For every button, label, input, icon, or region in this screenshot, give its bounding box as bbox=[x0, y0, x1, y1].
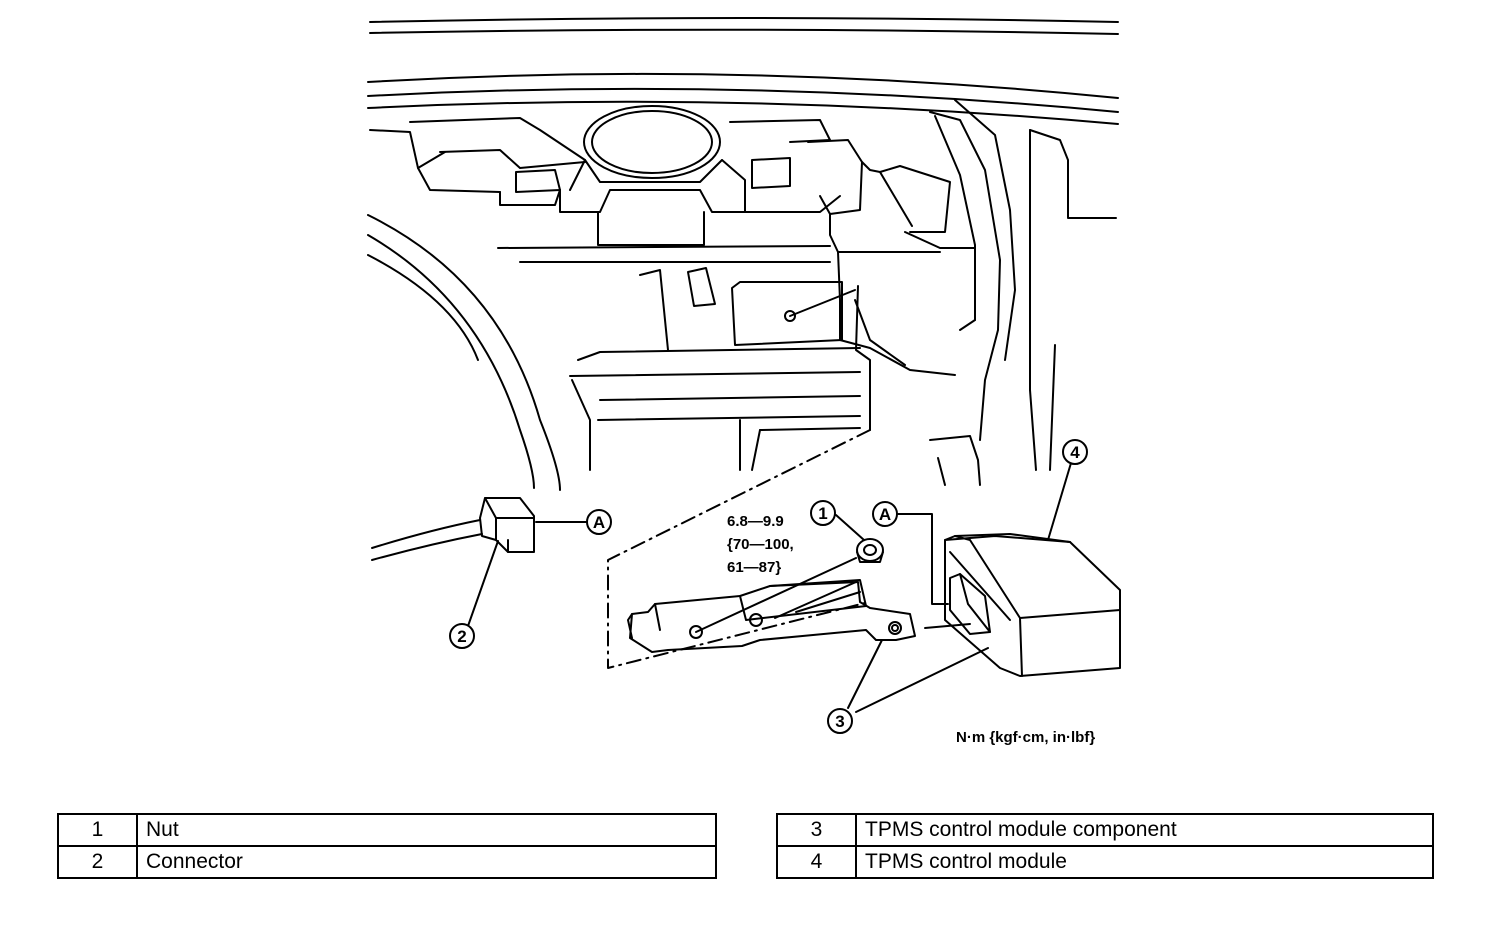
callout-2: 2 bbox=[449, 623, 475, 649]
legend-description: Connector bbox=[136, 845, 717, 879]
legend-row: 3 TPMS control module component bbox=[776, 813, 1434, 847]
torque-line-3: 61—87} bbox=[727, 559, 781, 576]
legend-description: Nut bbox=[136, 813, 717, 847]
legend-row: 4 TPMS control module bbox=[776, 845, 1434, 879]
legend-number: 2 bbox=[57, 845, 138, 879]
tpms-control-module bbox=[924, 533, 1121, 677]
nut-part bbox=[695, 538, 884, 633]
torque-spec: 6.8—9.9 {70—100, 61—87} bbox=[727, 513, 794, 576]
callout-a-right: A bbox=[872, 501, 898, 527]
callout-a-left-label: A bbox=[593, 513, 605, 532]
legend-row: 1 Nut bbox=[57, 813, 717, 847]
legend-number: 4 bbox=[776, 845, 857, 879]
connector-part bbox=[371, 497, 535, 561]
module-bracket bbox=[627, 579, 916, 653]
legend-description: TPMS control module component bbox=[855, 813, 1434, 847]
steering-wheel bbox=[367, 214, 561, 491]
legend-number: 3 bbox=[776, 813, 857, 847]
callout-a-right-label: A bbox=[879, 505, 891, 524]
legend-table-left: 1 Nut 2 Connector bbox=[57, 813, 717, 879]
legend-number: 1 bbox=[57, 813, 138, 847]
a-pillar bbox=[929, 99, 1117, 486]
detail-view-boundary bbox=[607, 429, 871, 669]
callout-1: 1 bbox=[810, 500, 836, 526]
legend-description: TPMS control module bbox=[855, 845, 1434, 879]
torque-line-1: 6.8—9.9 bbox=[727, 513, 784, 530]
callout-4-label: 4 bbox=[1070, 443, 1080, 462]
callout-2-label: 2 bbox=[457, 627, 466, 646]
callout-leaders bbox=[467, 462, 1072, 713]
callout-a-left: A bbox=[586, 509, 612, 535]
legend-table-right: 3 TPMS control module component 4 TPMS c… bbox=[776, 813, 1434, 879]
torque-line-2: {70—100, bbox=[727, 536, 794, 553]
legend-row: 2 Connector bbox=[57, 845, 717, 879]
instrument-panel-structure bbox=[369, 105, 976, 471]
callout-4: 4 bbox=[1062, 439, 1088, 465]
callout-3-label: 3 bbox=[835, 712, 844, 731]
callout-1-label: 1 bbox=[818, 504, 827, 523]
callout-3: 3 bbox=[827, 708, 853, 734]
torque-units: N·m {kgf·cm, in·lbf} bbox=[956, 729, 1095, 746]
dashboard-top-edge bbox=[367, 17, 1119, 125]
